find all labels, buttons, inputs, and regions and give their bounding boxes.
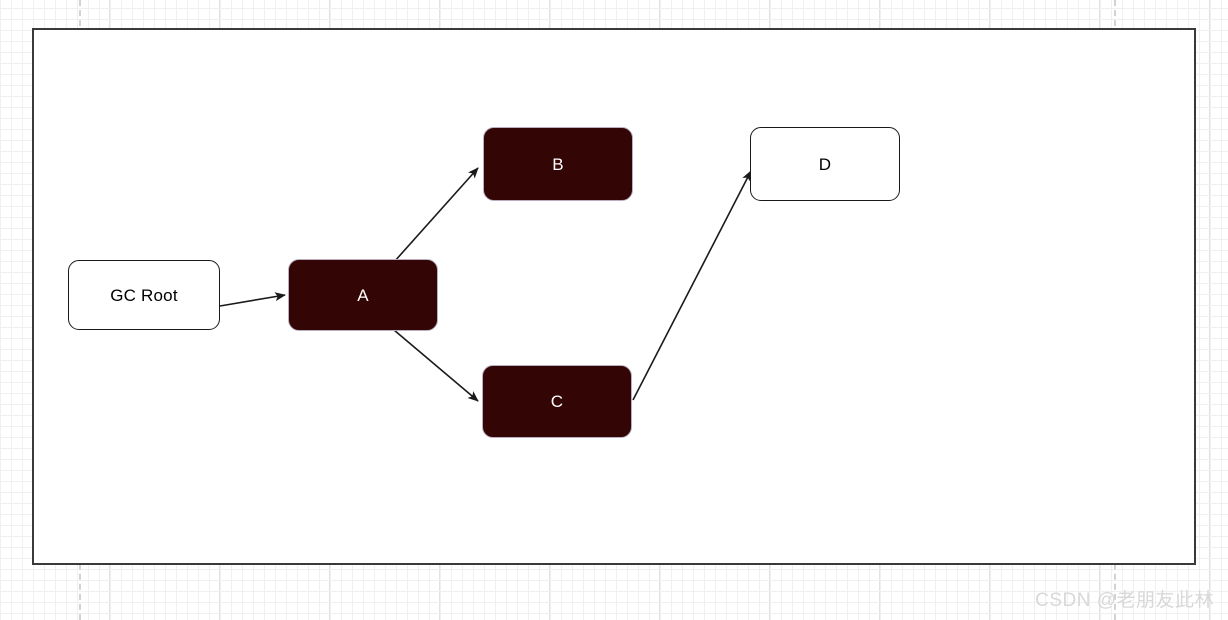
node-a-label: A [357,285,369,305]
node-b-label: B [552,154,564,174]
node-b[interactable]: B [483,127,633,201]
node-gc-root-label: GC Root [110,285,178,305]
node-c-label: C [550,392,564,411]
node-d[interactable]: D [750,127,900,201]
node-a[interactable]: A [288,259,438,331]
node-gc-root[interactable]: GC Root [68,260,220,330]
node-d-label: D [818,154,832,174]
node-c[interactable]: C [482,365,632,438]
watermark: CSDN @老朋友此林 [1035,590,1214,611]
